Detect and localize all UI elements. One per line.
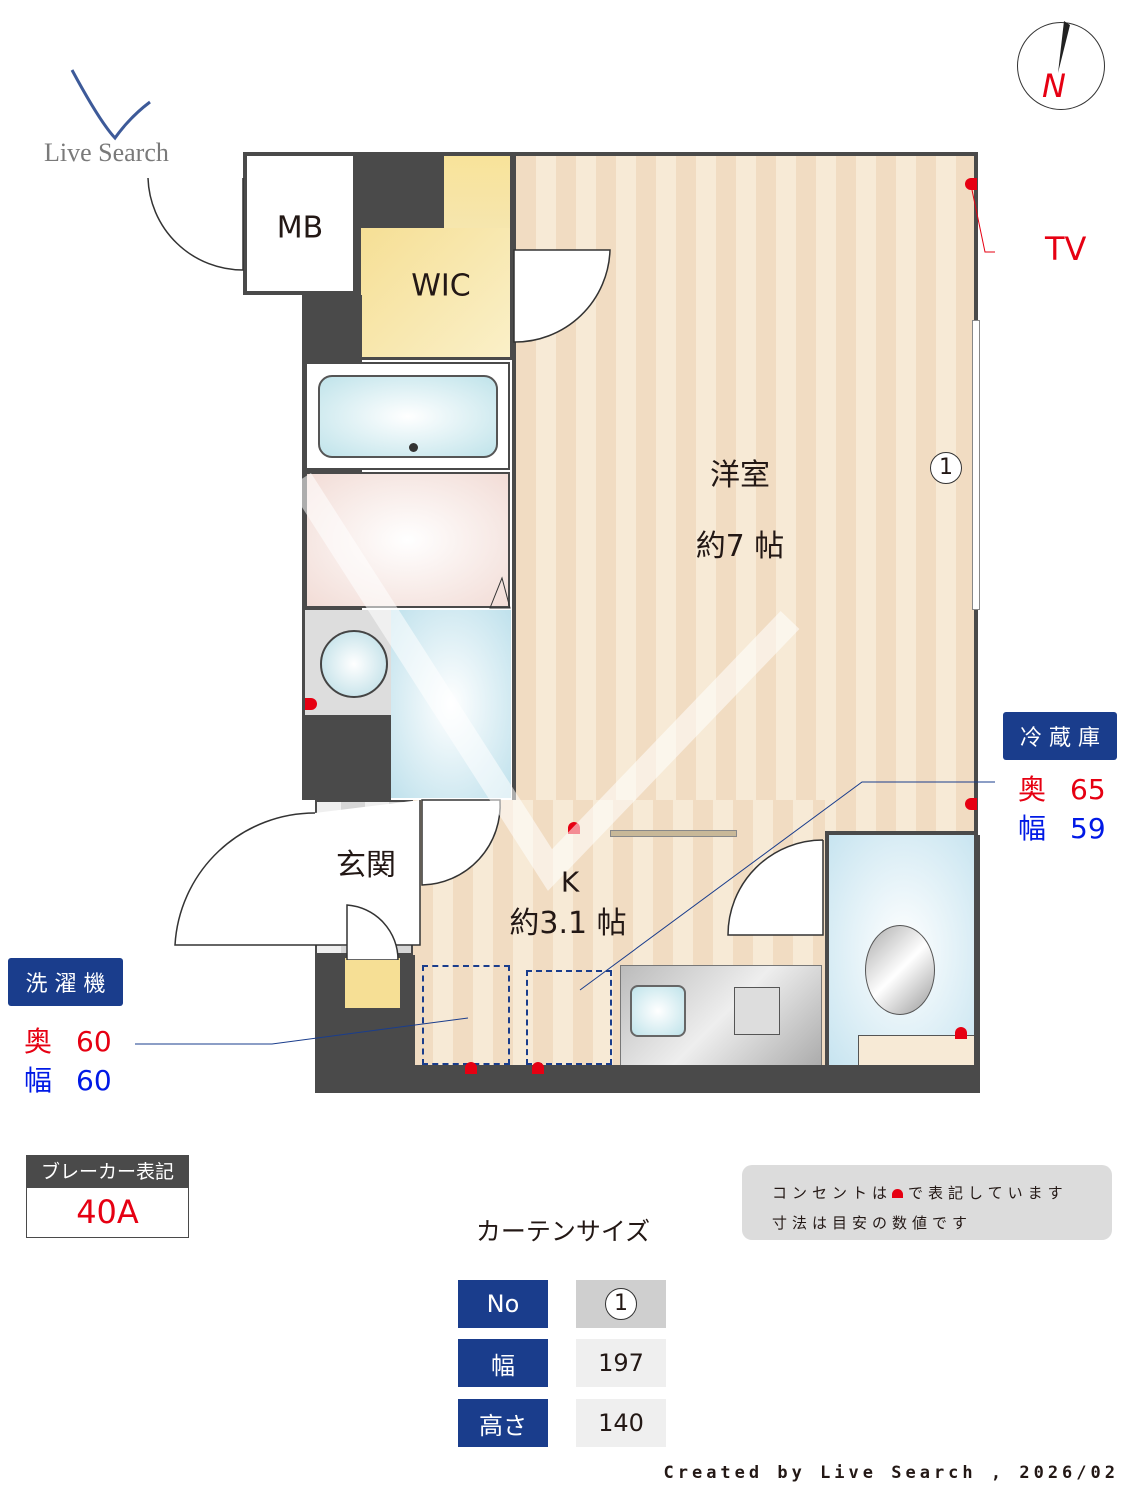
stove — [734, 987, 780, 1035]
north-arrow-icon — [1058, 21, 1070, 73]
washer-width-value: 60 — [76, 1064, 112, 1097]
fridge-depth-value: 65 — [1070, 773, 1106, 806]
fridge-placement — [526, 970, 612, 1065]
fridge-width-label: 幅 — [1018, 812, 1047, 845]
bathtub — [318, 375, 498, 458]
curtain-no-marker: 1 — [605, 1288, 637, 1320]
door-swings — [147, 177, 824, 960]
leader-lines — [135, 189, 995, 1045]
washer-title: 洗 濯 機 — [8, 958, 123, 1006]
kitchen-size: 約3.1 帖 — [509, 906, 627, 941]
fridge-depth-label: 奥 — [1018, 773, 1047, 806]
kitchen-sink — [630, 985, 686, 1037]
watermark — [290, 472, 800, 891]
curtain-title: カーテンサイズ — [475, 1217, 651, 1246]
western-room-name: 洋室 — [710, 458, 770, 493]
breaker-box: ブレーカー表記 40A — [26, 1155, 189, 1238]
outlet-icon — [532, 1062, 544, 1074]
curtain-label-no: No — [458, 1280, 548, 1328]
note-box: コンセントはで表記しています 寸法は目安の数値です — [742, 1165, 1112, 1240]
logo-text: Live Search — [44, 138, 169, 167]
fridge-title: 冷 蔵 庫 — [1003, 712, 1117, 760]
washer-depth-value: 60 — [76, 1025, 112, 1058]
breaker-value: 40A — [76, 1193, 139, 1231]
outlet-icon — [892, 1189, 904, 1198]
outlet-icon — [955, 1027, 967, 1039]
mb-label: MB — [276, 210, 324, 246]
curtain-label-width: 幅 — [458, 1339, 548, 1387]
curtain-value-no: 1 — [576, 1280, 666, 1328]
washer-width-label: 幅 — [24, 1064, 53, 1097]
curtain-value-height: 140 — [576, 1399, 666, 1447]
fridge-depth: 奥 65 — [1018, 768, 1106, 808]
curtain-label-height: 高さ — [458, 1399, 548, 1447]
note-line-1: コンセントはで表記しています — [772, 1178, 1112, 1208]
sink — [320, 630, 388, 698]
compass: N — [1017, 21, 1105, 110]
logo-v-icon — [70, 69, 151, 141]
compass-north-label: N — [1042, 67, 1066, 105]
window — [972, 320, 980, 610]
toilet — [865, 925, 935, 1015]
washer-width: 幅 60 — [24, 1059, 112, 1099]
note-text: コンセントは — [772, 1184, 893, 1202]
outlet-icon — [465, 1062, 477, 1074]
tv-label: TV — [1045, 230, 1087, 268]
fridge-width: 幅 59 — [1018, 807, 1106, 847]
curtain-value-width: 197 — [576, 1339, 666, 1387]
washer-depth-label: 奥 — [24, 1025, 53, 1058]
western-room-size: 約7 帖 — [695, 529, 785, 564]
breaker-title: ブレーカー表記 — [27, 1156, 188, 1188]
wic — [361, 228, 510, 357]
note-line-2: 寸法は目安の数値です — [772, 1214, 973, 1232]
kitchen-name: K — [560, 865, 580, 899]
note-text: で表記しています — [908, 1184, 1068, 1202]
washer-depth: 奥 60 — [24, 1020, 112, 1060]
fridge-width-value: 59 — [1070, 812, 1106, 845]
footer-credit: Created by Live Search , 2026/02 — [663, 1463, 1119, 1483]
wic-label: WIC — [411, 268, 471, 304]
mb-closet — [243, 152, 357, 295]
window-marker: 1 — [930, 452, 962, 484]
entrance-label: 玄関 — [336, 848, 396, 883]
